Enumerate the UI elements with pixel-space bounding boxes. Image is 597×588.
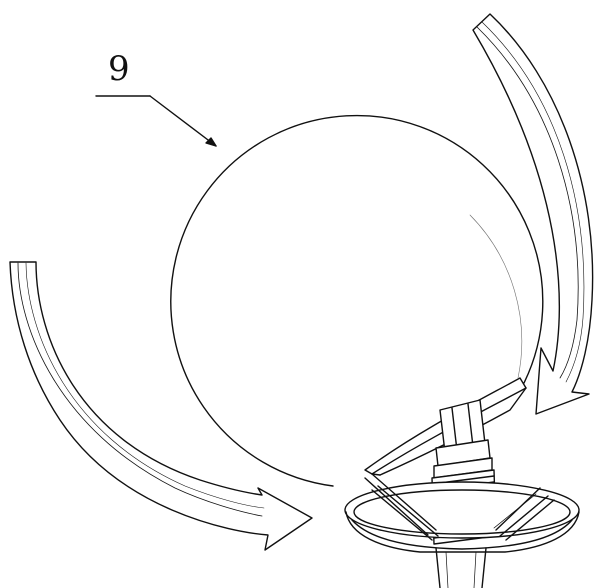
support-struts	[364, 473, 555, 541]
reference-numeral: 9	[108, 49, 130, 89]
right-curved-arrow	[472, 13, 594, 415]
central-shaft	[433, 399, 493, 479]
leader-line	[95, 95, 217, 147]
dish-base	[344, 481, 580, 553]
left-curved-arrow	[9, 261, 313, 551]
sphere	[170, 114, 544, 487]
bottom-pole	[435, 547, 487, 588]
